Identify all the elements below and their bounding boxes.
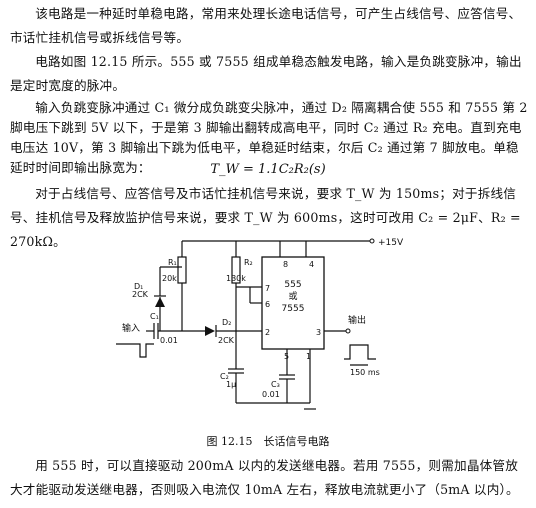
resistor-r1 — [177, 256, 187, 284]
d1-label: D₁ — [134, 282, 143, 291]
ic-label-line2: 或 — [288, 290, 297, 302]
pin-3: 3 — [316, 328, 321, 337]
r1-value: 20k — [162, 274, 177, 283]
c2-label: C₂ — [220, 372, 229, 381]
diode-d1 — [155, 297, 165, 307]
c2-value: 1μ — [226, 380, 236, 389]
pulse-width-label: 150 ms — [350, 368, 380, 377]
r1-label: R₁ — [168, 258, 177, 267]
pin-1: 1 — [306, 352, 311, 361]
circuit-diagram: +15V R₁ 20k D₁ 2CK 输入 C₁ 0.01 D₂ 2CK R₂ — [116, 238, 404, 410]
pulse-width-formula: T_W = 1.1C₂R₂(s) — [210, 162, 326, 177]
ic-label-line3: 7555 — [282, 304, 305, 314]
paragraph-intro: 该电路是一种延时单稳电路，常用来处理长途电话信号，可产生占线信号、应答信号、市话… — [10, 6, 522, 45]
paragraph-operation: 输入负跳变脉冲通过 C₁ 微分成负跳变尖脉冲，通过 D₂ 隔离耦合使 555 和… — [10, 100, 528, 175]
d1-type: 2CK — [132, 290, 149, 299]
r2-label: R₂ — [244, 258, 253, 267]
supply-label: +15V — [378, 238, 404, 248]
c3-label: C₃ — [271, 380, 280, 389]
input-pulse-waveform — [116, 343, 154, 358]
pin-4: 4 — [309, 260, 314, 269]
paragraph-circuit-description: 电路如图 12.15 所示。555 或 7555 组成单稳态触发电路，输入是负跳… — [10, 54, 522, 93]
d2-label: D₂ — [222, 318, 231, 327]
c1-value: 0.01 — [160, 336, 178, 345]
output-pulse-waveform — [344, 344, 376, 360]
pin-6: 6 — [265, 300, 270, 309]
paragraph-requirements: 对于占线信号、应答信号及市话忙挂机信号来说，要求 T_W 为 150ms；对于拆… — [10, 186, 521, 249]
pin-7: 7 — [265, 284, 270, 293]
c1-label: C₁ — [150, 312, 159, 321]
ic-555 — [261, 256, 325, 350]
ic-label-line1: 555 — [284, 280, 301, 290]
pin-2: 2 — [265, 328, 270, 337]
input-label: 输入 — [122, 322, 140, 334]
c3-value: 0.01 — [262, 390, 280, 399]
r2-value: 130k — [226, 274, 246, 283]
d2-type: 2CK — [218, 336, 235, 345]
output-label: 输出 — [348, 314, 366, 326]
pin-8: 8 — [283, 260, 288, 269]
figure-caption: 图 12.15 长话信号电路 — [206, 435, 330, 448]
diode-d2 — [205, 326, 215, 336]
supply-terminal — [369, 238, 375, 244]
paragraph-driving-capability: 用 555 时，可以直接驱动 200mA 以内的发送继电器。若用 7555，则需… — [10, 458, 519, 497]
